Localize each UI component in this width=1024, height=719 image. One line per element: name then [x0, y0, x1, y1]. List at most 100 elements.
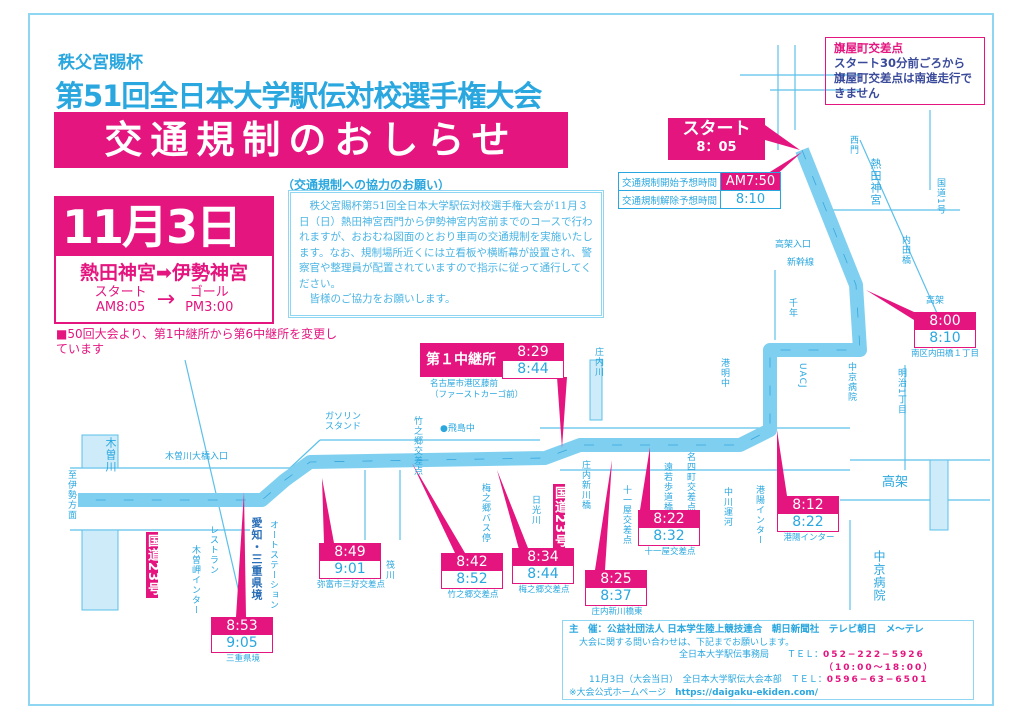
start-time: 8：05 [696, 140, 737, 155]
office-name: 全日本大学駅伝事務局 [679, 650, 770, 660]
map-label-shonai-river: 庄内川 [593, 347, 603, 377]
checkpoint-place: 庄内新川橋東 [591, 607, 643, 617]
callout-pointers [236, 125, 914, 617]
map-label-west-gate: 西門 [848, 135, 858, 155]
checkpoint-end: 8:22 [778, 514, 838, 531]
footer-info: 主 催：公益社団法人 日本学生陸上競技連合 朝日新聞社 テレビ朝日 メ～テレ 大… [562, 620, 974, 700]
checkpoint-end: 9:05 [212, 635, 272, 652]
start-label: スタート [94, 285, 147, 300]
tel-label: ＴＥＬ： [790, 675, 827, 685]
relay-end: 8:44 [503, 361, 563, 378]
hq-name: 全日本大学駅伝大会本部 [682, 675, 782, 685]
checkpoint-start: 8:22 [639, 511, 699, 528]
notice-banner: 交通規制のおしらせ [54, 112, 568, 168]
start-label: スタート [682, 119, 751, 139]
map-label-koyo-ic: 港陽インター [754, 485, 764, 545]
checkpoint-end: 8:32 [639, 528, 699, 545]
organizer: 主 催：公益社団法人 日本学生陸上競技連合 朝日新聞社 テレビ朝日 メ～テレ [569, 624, 924, 635]
map-label-nakagawa-canal: 中川運河 [722, 487, 732, 527]
relay-start: 8:29 [503, 344, 563, 361]
map-label-kiso-river: 木曽川 [104, 437, 117, 473]
map-label-gas-station: ガソリンスタンド [325, 412, 362, 432]
map-label-uacj: UACJ [797, 363, 807, 389]
relay-place: 名古屋市港区藤前 [430, 379, 499, 389]
reg-start-label: 交通規制開始予想時間 [617, 172, 722, 191]
official-url[interactable]: https://daigaku-ekiden.com/ [675, 687, 819, 698]
checkpoint-place: 南区内田橋１丁目 [910, 349, 979, 359]
checkpoint-start: 8:53 [212, 618, 272, 635]
checkpoint-end: 8:37 [586, 588, 646, 605]
relay-place-note: （ファーストカーゴ前） [430, 390, 524, 400]
checkpoint-start: 8:12 [778, 497, 838, 514]
map-label-kisosaki-ic: 木曽岬インター [190, 545, 200, 615]
start-callout: スタート 8：05 [668, 118, 765, 160]
hq-tel[interactable]: 0596−63−6501 [826, 675, 929, 685]
change-note: ■50回大会より、第1中継所から第6中継所を変更しています [56, 327, 338, 356]
map-label-umenogo-bus: 梅之郷バス停 [480, 483, 490, 543]
map-label-meiji: 明治1丁目 [896, 368, 906, 415]
notice-heading: （交通規制への協力のお願い） [282, 178, 451, 192]
goal-label: ゴール [189, 285, 229, 300]
arrow-icon: → [156, 287, 176, 312]
map-label-route1: 国道1号 [935, 178, 945, 215]
checkpoint-start: 8:49 [320, 544, 380, 561]
map-label-tobishima-jhs: ●飛島中 [440, 424, 475, 434]
cup-name: 秩父宮賜杯 [58, 53, 143, 73]
goal-time: PM3:00 [185, 300, 234, 315]
race-day: 11月3日（大会当日） [589, 675, 674, 685]
office-hours: （10:00〜18:00） [824, 662, 935, 673]
checkpoint-end: 8:10 [915, 330, 975, 347]
event-date: 11月3日㊐ [56, 198, 272, 312]
map-label-elevated: 高架 [882, 475, 909, 490]
map-label-chitose: 千年 [787, 298, 797, 318]
map-label-elevated-2: 高架 [926, 296, 945, 306]
map-label-meishi: 名四町交差点 [685, 452, 695, 512]
tel-label: ＴＥＬ： [787, 650, 824, 660]
office-tel[interactable]: 052−222−5926 [823, 650, 925, 660]
notice-closing: 皆様のご協力をお願いします。 [299, 293, 456, 305]
map-label-route23-west: 国道23号 [145, 532, 160, 599]
warning-text: スタート30分前ごろから旗屋町交差点は南進走行できません [834, 56, 972, 100]
checkpoint-start: 8:34 [513, 549, 573, 566]
checkpoint-place: 竹之郷交差点 [447, 590, 499, 600]
map-label-restaurant: レストラン [208, 525, 218, 575]
map-label-takenogo: 竹之郷交差点 [412, 416, 422, 476]
map-label-towaka-bridge: 遠若歩道橋 [662, 462, 672, 512]
checkpoint-place: 三重県境 [225, 654, 260, 664]
map-label-shonai-shinkawa: 庄内新川橋 [580, 460, 590, 510]
map-label-juichiya: 十一屋交差点 [621, 485, 631, 545]
event-title: 第51回全日本大学駅伝対校選手権大会 [55, 79, 542, 113]
map-label-ikada-river: 筏川 [384, 560, 394, 580]
checkpoint-place: 十一屋交差点 [644, 547, 696, 557]
checkpoint-end: 8:52 [442, 571, 502, 588]
web-label: ※大会公式ホームページ [569, 687, 667, 698]
checkpoint-start: 8:25 [586, 571, 646, 588]
checkpoint-start: 8:00 [915, 313, 975, 330]
map-label-atsuta-jingu: 熱田神宮 [869, 158, 882, 206]
map-label-nikko-river: 日光川 [530, 495, 540, 525]
map-label-chukyo-hospital: 中京病院 [846, 362, 856, 402]
map-label-prefecture-border: 愛知・三重県境 [250, 517, 263, 601]
course-route: 熱田神宮➡伊勢神宮 [80, 262, 248, 284]
map-label-chukyo-hospital-2: 中京病院 [872, 550, 886, 602]
map-label-uchidabashi: 内田橋 [900, 235, 910, 265]
map-label-auto-station: オートステーション [268, 520, 278, 610]
checkpoint-end: 9:01 [320, 561, 380, 578]
relay-times: 8:29 8:44 [502, 343, 564, 379]
page-frame [28, 13, 994, 706]
checkpoint-start: 8:42 [442, 554, 502, 571]
map-label-elevated-entrance: 高架入口 [775, 240, 812, 250]
map-label-to-ise: 至伊勢方面 [66, 470, 76, 520]
map-label-route23-east: 国道23号 [552, 484, 567, 551]
checkpoint-place: 港陽インター [783, 533, 835, 543]
